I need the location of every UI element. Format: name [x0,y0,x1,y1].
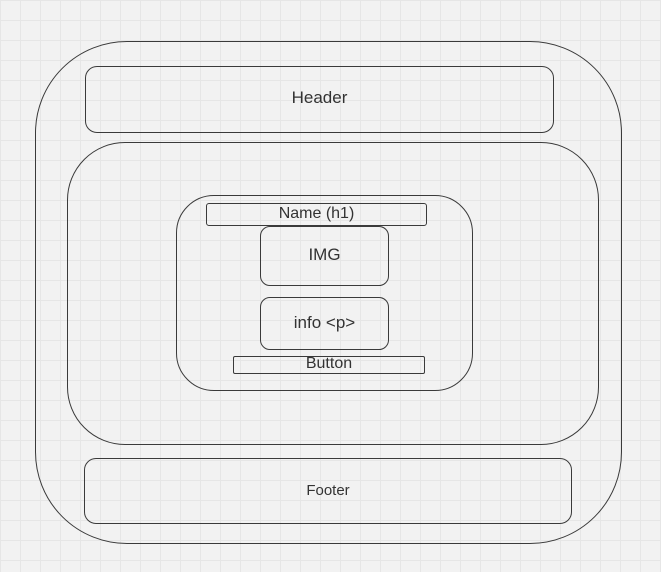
img-label: IMG [308,245,341,264]
button-shape: Button [233,355,425,374]
header-shape: Header [85,66,554,133]
info-paragraph-label: info <p> [293,313,356,332]
img-shape: IMG [260,226,389,286]
main-section-shape [67,142,599,445]
card-shape [176,195,473,391]
page-container-shape [35,41,622,544]
footer-label: Footer [306,482,350,499]
footer-shape: Footer [84,458,572,524]
name-h1-label: Name (h1) [278,205,355,222]
name-h1-shape: Name (h1) [206,203,427,226]
header-label: Header [291,88,348,107]
info-paragraph-shape: info <p> [260,297,389,350]
button-label: Button [305,355,353,372]
